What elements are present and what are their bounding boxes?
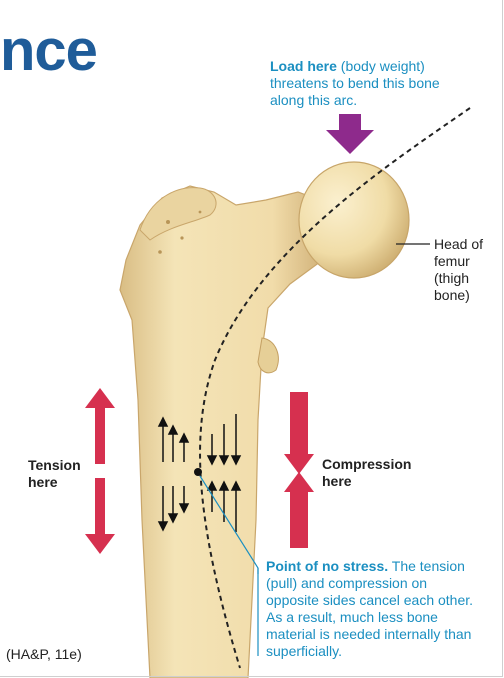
- compression-arrow: [284, 392, 314, 548]
- tension-label: Tension here: [28, 457, 81, 491]
- bending-arc: [199, 107, 471, 669]
- head-label-line-4: bone): [434, 287, 470, 303]
- load-caption: Load here (body weight) threatens to ben…: [270, 58, 450, 109]
- no-stress-point: [194, 468, 202, 476]
- no-stress-caption-text: The tension (pull) and compression on op…: [266, 558, 474, 659]
- head-of-femur-label: Head of femur (thigh bone): [434, 236, 500, 304]
- citation: (HA&P, 11e): [6, 646, 82, 662]
- compression-label-line-2: here: [322, 473, 352, 489]
- compression-arrows-up: [206, 480, 242, 532]
- tension-label-line-1: Tension: [28, 457, 81, 473]
- head-label-line-2: femur: [434, 253, 470, 269]
- compression-arrows-down: [206, 414, 242, 466]
- internal-stress-arrows: [157, 414, 242, 532]
- no-stress-caption-bold: Point of no stress.: [266, 558, 389, 574]
- tension-label-line-2: here: [28, 474, 58, 490]
- slide-title-fragment: nce: [0, 18, 98, 83]
- tension-arrows-up: [157, 416, 190, 462]
- tension-arrow: [85, 388, 115, 554]
- compression-label-line-1: Compression: [322, 456, 412, 472]
- femur-bone: [119, 161, 410, 678]
- load-caption-text: (body weight) threatens to bend this bon…: [270, 58, 440, 108]
- compression-label: Compression here: [322, 456, 411, 490]
- load-caption-bold: Load here: [270, 58, 337, 74]
- head-label-line-1: Head of: [434, 236, 484, 252]
- no-stress-caption: Point of no stress. The tension (pull) a…: [266, 558, 482, 660]
- tension-arrows-down: [157, 486, 190, 532]
- head-label-line-3: (thigh: [434, 270, 470, 286]
- load-arrow: [326, 114, 374, 154]
